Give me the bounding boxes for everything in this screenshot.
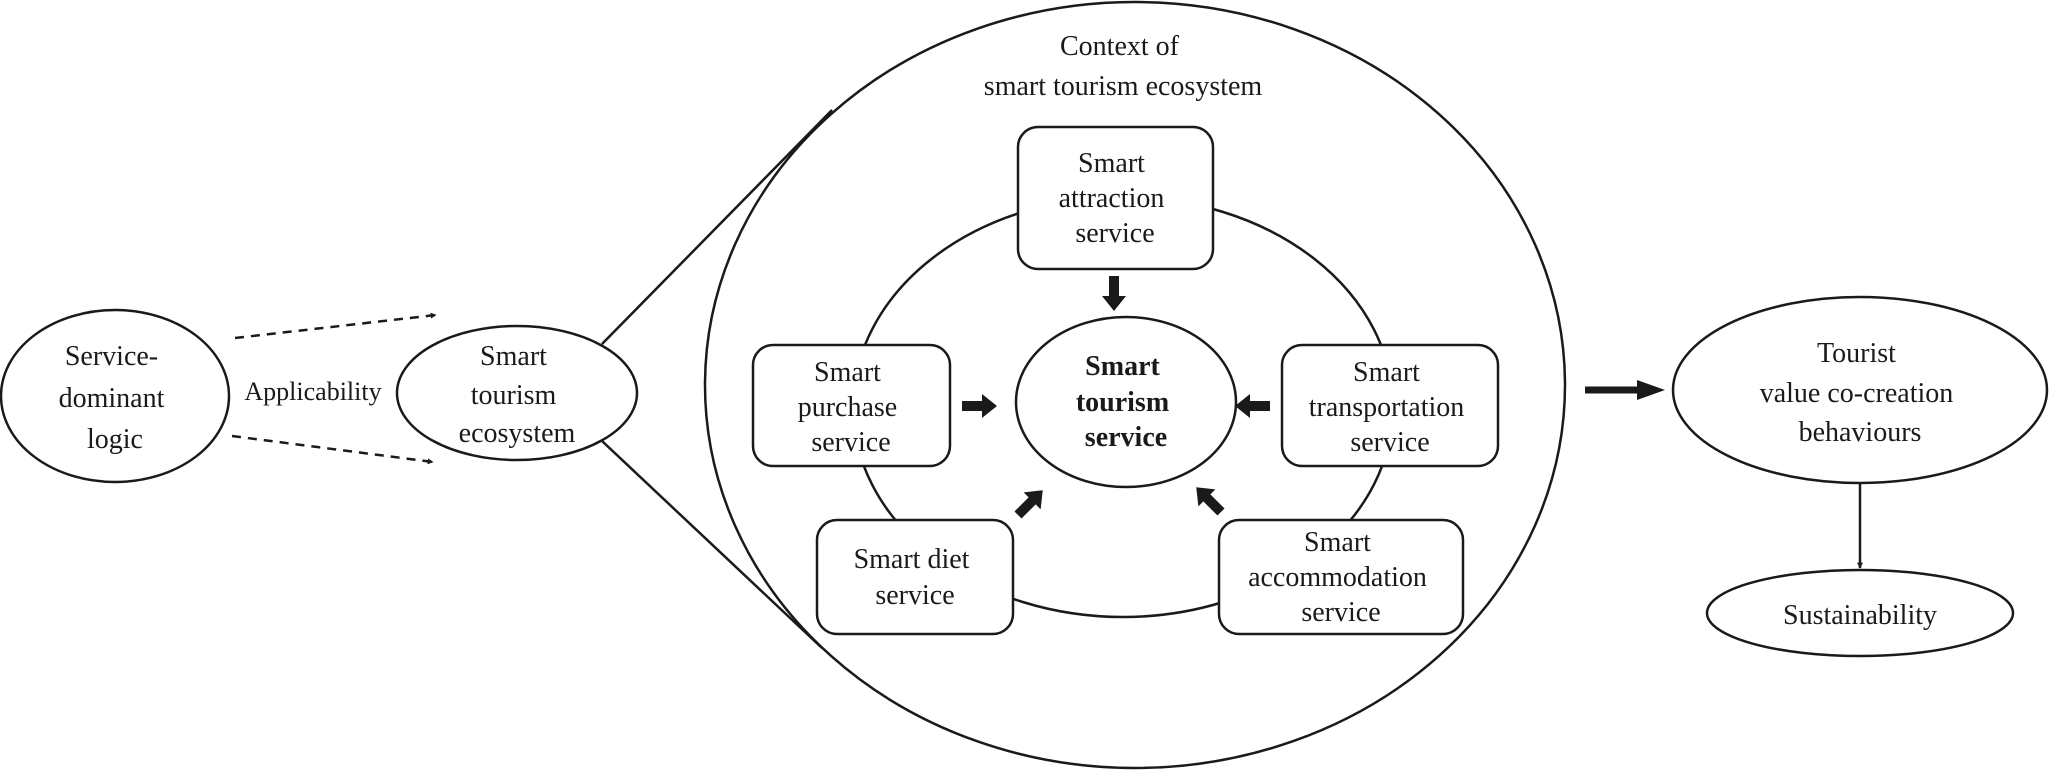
- applicability-arrow-bottom: [231, 434, 434, 465]
- sustainability-label: Sustainability: [1783, 600, 1937, 631]
- smart-tourism-service-label: Smart tourism service: [1076, 351, 1176, 453]
- tourist-value-co-creation-label: Tourist value co-creation behaviours: [1760, 338, 1961, 448]
- smart-attraction-label: Smart attraction service: [1059, 148, 1172, 249]
- context-title: Context of smart tourism ecosystem: [984, 31, 1263, 102]
- smart-tourism-ecosystem-label: Smart tourism ecosystem: [459, 341, 576, 449]
- smart-accommodation-label: Smart accommodation service: [1248, 527, 1434, 628]
- arrow-transportation-to-center: [1235, 394, 1270, 418]
- smart-transportation-label: Smart transportation service: [1309, 357, 1472, 458]
- smart-attraction-box: [1016, 125, 1215, 271]
- service-dominant-logic-label: Service- dominant logic: [59, 341, 172, 455]
- applicability-arrow-top: [234, 312, 437, 340]
- smart-tourism-ecosystem-node: [395, 324, 639, 462]
- smart-tourism-service-node: [1014, 315, 1238, 489]
- sustainability-node: [1705, 568, 2015, 658]
- arrow-context-to-tourist-value: [1585, 380, 1665, 400]
- arrow-accommodation-to-center: [1196, 487, 1225, 516]
- smart-accommodation-box: [1217, 518, 1465, 636]
- zoom-line-bottom: [601, 440, 823, 649]
- arrow-attraction-to-center: [1102, 276, 1126, 311]
- arrow-purchase-to-center: [962, 394, 997, 418]
- smart-purchase-box: [751, 343, 952, 468]
- zoom-line-top: [601, 109, 833, 345]
- service-dominant-logic-node: [0, 308, 231, 484]
- applicability-label: Applicability: [244, 377, 381, 406]
- smart-transportation-box: [1280, 343, 1500, 468]
- arrow-diet-to-center: [1014, 490, 1043, 519]
- smart-diet-label: Smart diet service: [854, 544, 977, 611]
- smart-diet-box: [815, 518, 1015, 636]
- smart-purchase-label: Smart purchase service: [798, 357, 905, 458]
